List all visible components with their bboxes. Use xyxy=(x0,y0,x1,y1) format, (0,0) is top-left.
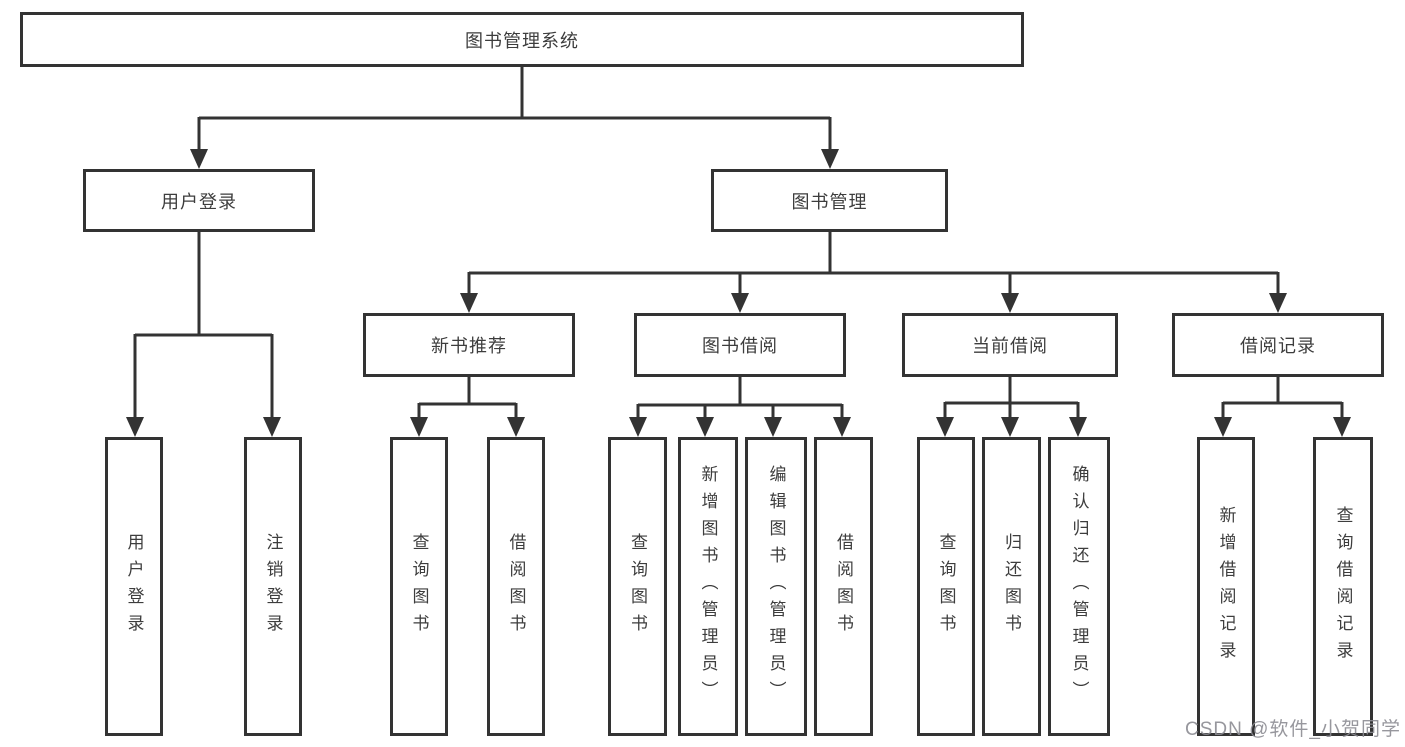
node-label: 查询图书 xyxy=(628,532,647,641)
node-label: 图书管理 xyxy=(791,191,868,212)
leaf-add-book-admin: 新增图书（管理员） xyxy=(678,437,738,736)
node-label: 新书推荐 xyxy=(431,336,507,356)
node-label: 用户登录 xyxy=(124,532,144,641)
node-label: 查询借阅记录 xyxy=(1333,505,1353,668)
csdn-watermark: CSDN @软件_小贺同学 xyxy=(1185,719,1401,740)
node-label: 借阅记录 xyxy=(1240,336,1316,356)
node-label: 借阅图书 xyxy=(506,532,526,641)
node-borrow-records: 借阅记录 xyxy=(1172,313,1384,377)
node-label: 注销登录 xyxy=(263,532,283,641)
node-new-book-recommend: 新书推荐 xyxy=(363,313,575,377)
node-current-borrow: 当前借阅 xyxy=(902,313,1118,377)
node-book-borrow: 图书借阅 xyxy=(634,313,846,377)
arrowheads xyxy=(126,149,1351,437)
node-label: 编辑图书（管理员） xyxy=(766,465,786,708)
node-label: 新增借阅记录 xyxy=(1216,505,1236,668)
leaf-add-borrow-record: 新增借阅记录 xyxy=(1197,437,1255,736)
node-label: 查询图书 xyxy=(936,532,956,641)
leaf-borrow-books-recommend: 借阅图书 xyxy=(487,437,545,736)
node-label: 新增图书（管理员） xyxy=(698,465,718,708)
node-user-login: 用户登录 xyxy=(83,169,315,232)
node-label: 借阅图书 xyxy=(834,532,853,641)
node-label: 图书借阅 xyxy=(702,336,778,356)
leaf-query-books-current: 查询图书 xyxy=(917,437,975,736)
node-label: 归还图书 xyxy=(1002,532,1021,641)
node-label: 用户登录 xyxy=(161,191,237,212)
leaf-return-book: 归还图书 xyxy=(982,437,1041,736)
leaf-query-books-borrow: 查询图书 xyxy=(608,437,667,736)
node-root-library-system: 图书管理系统 xyxy=(20,12,1024,67)
leaf-borrow-books: 借阅图书 xyxy=(814,437,873,736)
leaf-confirm-return-admin: 确认归还（管理员） xyxy=(1048,437,1110,736)
leaf-query-books-recommend: 查询图书 xyxy=(390,437,448,736)
node-label: 查询图书 xyxy=(409,532,429,641)
node-label: 当前借阅 xyxy=(972,336,1048,356)
leaf-edit-book-admin: 编辑图书（管理员） xyxy=(745,437,807,736)
leaf-user-login: 用户登录 xyxy=(105,437,163,736)
leaf-query-borrow-record: 查询借阅记录 xyxy=(1313,437,1373,736)
node-label: 确认归还（管理员） xyxy=(1069,465,1089,708)
node-label: 图书管理系统 xyxy=(465,30,579,51)
leaf-logout: 注销登录 xyxy=(244,437,302,736)
node-book-management: 图书管理 xyxy=(711,169,948,232)
